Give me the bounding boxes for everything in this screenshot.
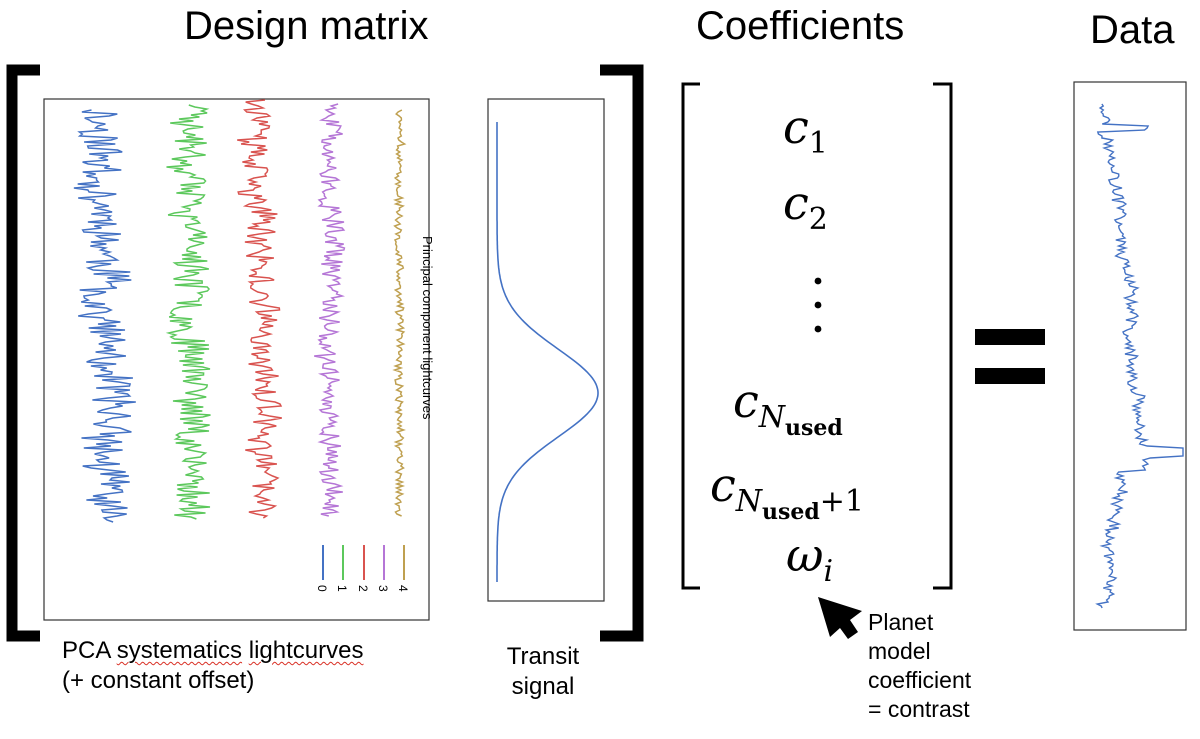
- design-matrix-right-bracket: [600, 64, 644, 642]
- pca-component-curve: [392, 109, 407, 517]
- pca-component-curve: [73, 109, 136, 523]
- pca-component-curve: [237, 99, 283, 519]
- transit-signal-curve: [496, 122, 599, 582]
- coefficient-c-nused-plus-1: cNused+1: [710, 458, 865, 525]
- arrow-pointer-icon: [818, 597, 862, 639]
- ellipsis-dot: [814, 325, 822, 333]
- equals-sign-bottom-bar: [975, 368, 1045, 384]
- pca-caption: PCA systematics lightcurves (+ constant …: [62, 637, 364, 694]
- ellipsis-dot: [814, 277, 822, 285]
- equals-sign-top-bar: [975, 329, 1045, 345]
- pca-axis-label: Principal component lightcurves: [420, 236, 435, 420]
- design-matrix-left-bracket: [6, 64, 40, 642]
- transit-caption: Transit signal: [506, 643, 580, 700]
- pca-component-curve: [314, 103, 346, 517]
- ellipsis-dot: [814, 301, 822, 309]
- transit-panel-frame: [487, 98, 605, 602]
- pca-legend-label: 2: [356, 585, 370, 592]
- pca-curves: [73, 99, 407, 523]
- coefficient-c2: c2: [783, 176, 828, 237]
- coefficient-omega-i: ωi: [786, 528, 834, 589]
- data-panel-frame: [1073, 81, 1187, 631]
- coefficients-right-bracket: [933, 82, 953, 590]
- coefficient-c1: c1: [783, 100, 828, 161]
- pca-legend-label: 3: [376, 585, 390, 592]
- design-matrix-heading: Design matrix: [184, 4, 429, 48]
- coefficient-c-nused: cNused: [733, 374, 843, 441]
- pca-legend-label: 4: [396, 585, 410, 592]
- pca-legend-label: 0: [315, 585, 329, 592]
- coefficients-heading: Coefficients: [696, 4, 905, 48]
- pca-panel-frame: [43, 98, 430, 621]
- pca-component-curve: [165, 104, 211, 520]
- data-heading: Data: [1090, 8, 1175, 52]
- pca-legend-label: 1: [335, 585, 349, 592]
- pca-legend: [322, 545, 405, 580]
- data-curve: [1095, 103, 1184, 609]
- planet-model-caption: Planet model coefficient = contrast: [868, 609, 972, 722]
- coefficients-left-bracket: [681, 82, 700, 590]
